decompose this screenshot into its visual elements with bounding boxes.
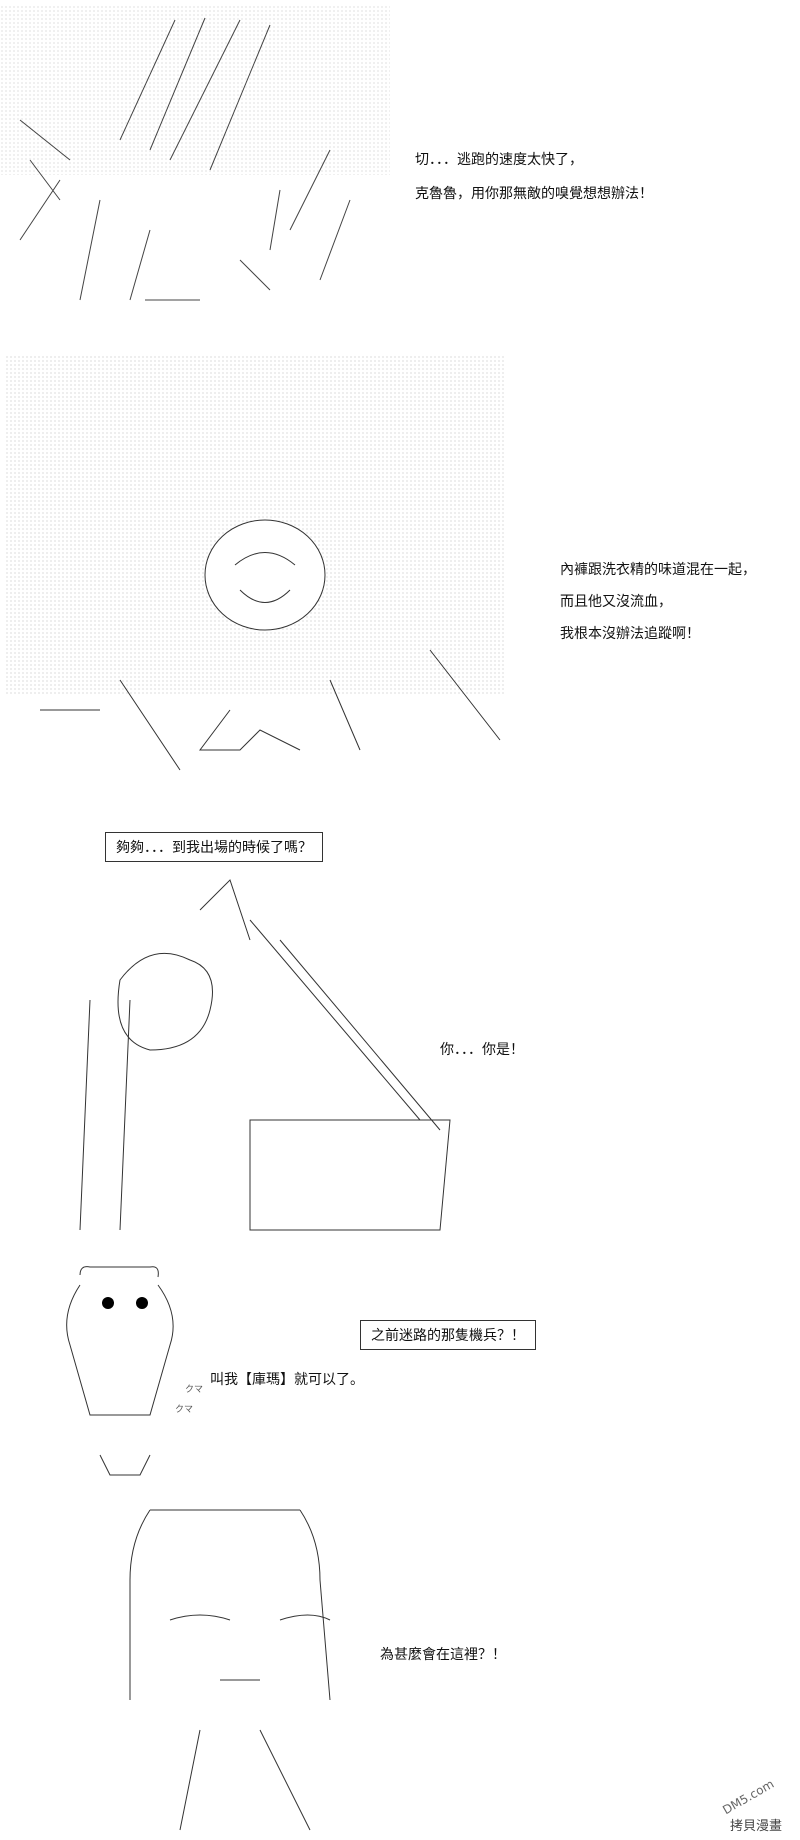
ascii-art-character-1 — [19, 17, 351, 301]
panel-5: 為甚麼會在這裡？！ — [0, 1500, 800, 1840]
dialog-line: 為甚麼會在這裡？！ — [380, 1647, 506, 1663]
ascii-art-character-2 — [40, 519, 501, 771]
ascii-art-background — [0, 5, 390, 175]
dialog-text: 叫我【庫瑪】就可以了。 — [210, 1370, 364, 1390]
panel-3: 夠夠．．．到我出場的時候了嗎？ 你．．．你是！ — [0, 820, 800, 1240]
dialog-text: 內褲跟洗衣精的味道混在一起， 而且他又沒流血， 我根本沒辦法追蹤啊！ — [560, 560, 756, 644]
panel-2: 內褲跟洗衣精的味道混在一起， 而且他又沒流血， 我根本沒辦法追蹤啊！ — [0, 350, 800, 800]
dialog-text: 你．．．你是！ — [440, 1040, 524, 1060]
panel-1: 切．．．逃跑的速度太快了， 克魯魯，用你那無敵的嗅覺想想辦法！ — [0, 0, 800, 330]
dialog-line: 你．．．你是！ — [440, 1042, 524, 1058]
dialog-line: 克魯魯，用你那無敵的嗅覺想想辦法！ — [415, 186, 653, 202]
art-label: クマ — [175, 1405, 194, 1415]
dialog-line: 內褲跟洗衣精的味道混在一起， — [560, 562, 756, 578]
speech-box: 夠夠．．．到我出場的時候了嗎？ — [105, 832, 323, 862]
ascii-art-character-3 — [79, 879, 451, 1231]
kuma-mascot — [66, 1266, 174, 1476]
speech-box: 之前迷路的那隻機兵？！ — [360, 1320, 536, 1350]
dialog-line: 切．．．逃跑的速度太快了， — [415, 152, 583, 168]
dialog-text: 為甚麼會在這裡？！ — [380, 1645, 506, 1665]
ascii-art-character-5 — [129, 1509, 331, 1831]
dialog-line: 我根本沒辦法追蹤啊！ — [560, 626, 700, 642]
dialog-line: 而且他又沒流血， — [560, 594, 672, 610]
watermark-text: 拷貝漫畫 — [730, 1819, 783, 1834]
art-label: クマ — [185, 1385, 204, 1395]
panel-4: クマ クマ 之前迷路的那隻機兵？！ 叫我【庫瑪】就可以了。 — [0, 1255, 800, 1485]
dialog-line: 叫我【庫瑪】就可以了。 — [210, 1372, 364, 1388]
dialog-text: 切．．．逃跑的速度太快了， 克魯魯，用你那無敵的嗅覺想想辦法！ — [415, 150, 653, 204]
